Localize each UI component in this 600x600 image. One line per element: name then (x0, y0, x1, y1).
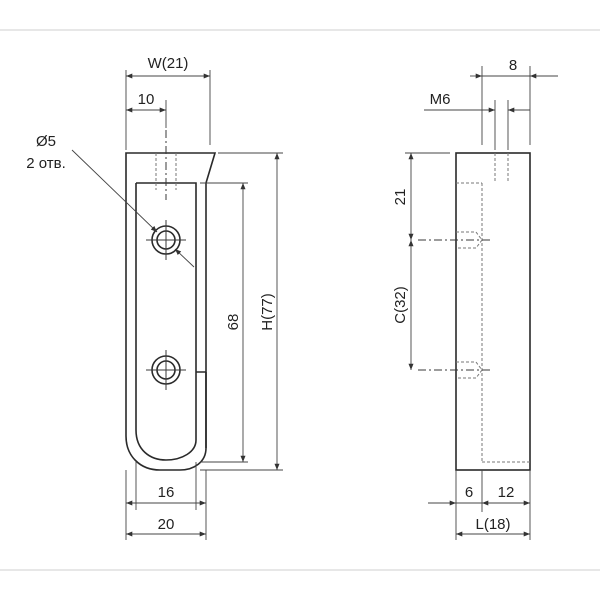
label-sixteen: 16 (158, 484, 175, 501)
side-view (418, 152, 531, 471)
dim-twenty (125, 470, 207, 540)
label-twenty: 20 (158, 516, 175, 533)
side-view-outline (455, 152, 531, 471)
dim-sixty-eight (200, 182, 248, 463)
label-eight: 8 (509, 57, 517, 74)
front-view (71, 130, 217, 471)
label-m6: M6 (430, 91, 451, 108)
label-hole-diam: Ø5 (36, 133, 56, 150)
label-c32: C(32) (392, 286, 409, 324)
hole-leader-tail (174, 248, 195, 268)
dim-height (200, 152, 283, 471)
label-twelve: 12 (498, 484, 515, 501)
front-view-outline (125, 152, 217, 471)
dim-m6 (424, 100, 530, 150)
dim-six-twelve (428, 470, 531, 540)
label-twenty-one: 21 (392, 189, 409, 206)
label-hole-count: 2 отв. (26, 155, 66, 172)
label-six: 6 (465, 484, 473, 501)
dim-ten (126, 100, 167, 128)
dim-eight (470, 66, 558, 145)
hole-leader (71, 149, 158, 233)
label-sixty-eight: 68 (225, 314, 242, 331)
label-ten: 10 (138, 91, 155, 108)
dim-twenty-one (405, 152, 450, 240)
label-height: H(77) (259, 293, 276, 331)
label-length: L(18) (475, 516, 510, 533)
dim-sixteen (126, 462, 206, 510)
label-width-top: W(21) (148, 55, 189, 72)
